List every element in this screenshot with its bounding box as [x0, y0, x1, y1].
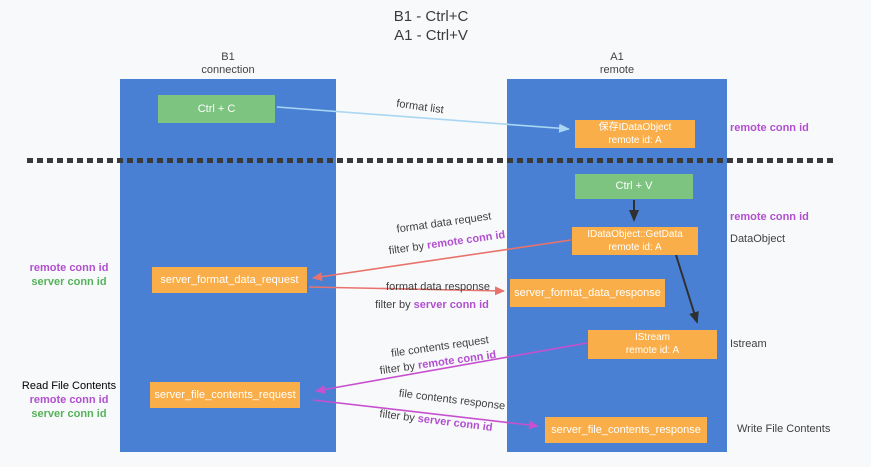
column-header-b1: B1 connection: [168, 51, 288, 77]
write-file-contents-annotation: Write File Contents: [737, 423, 831, 435]
format-data-response-label: format data response: [386, 281, 490, 293]
read-file-contents-text: Read File Contents: [21, 380, 117, 392]
column-b1-name: B1: [221, 51, 235, 63]
server-format-data-request-box: server_format_data_request: [152, 267, 307, 293]
column-b1-subtitle: connection: [201, 64, 255, 76]
remote-conn-id-text: remote conn id: [426, 228, 506, 252]
istream-box: IStream remote id: A: [588, 330, 717, 359]
title-line-1: B1 - Ctrl+C: [393, 8, 469, 25]
server-conn-id-text: server conn id: [417, 412, 494, 434]
diagram-title: B1 - Ctrl+C A1 - Ctrl+V: [331, 7, 531, 45]
filter-by-server-conn-id-label-2: filter by server conn id: [376, 408, 497, 435]
column-header-a1: A1 remote: [557, 51, 677, 77]
filter-by-text: filter by: [378, 408, 416, 425]
remote-conn-id-text: remote conn id: [29, 394, 109, 406]
column-a1-subtitle: remote: [599, 64, 635, 76]
title-line-2: A1 - Ctrl+V: [394, 27, 468, 44]
istream-line1: IStream: [634, 332, 670, 343]
server-conn-id-text: server conn id: [31, 408, 107, 420]
getdata-line1: IDataObject::GetData: [587, 229, 683, 240]
server-file-contents-response-box: server_file_contents_response: [545, 417, 707, 443]
dashed-divider: [27, 158, 833, 163]
istream-annotation: Istream: [730, 338, 767, 350]
filter-by-text: filter by: [379, 360, 416, 378]
left-conn-id-annotation: remote conn id server conn id: [14, 261, 124, 289]
remote-conn-id-text: remote conn id: [29, 262, 109, 274]
remote-conn-id-annotation-mid: remote conn id: [730, 211, 809, 223]
save-idataobject-line2: remote id: A: [608, 135, 662, 146]
server-conn-id-text: server conn id: [413, 299, 489, 311]
server-conn-id-text: server conn id: [31, 276, 107, 288]
server-format-data-response-box: server_format_data_response: [510, 279, 665, 307]
file-contents-response-label: file contents response: [398, 387, 506, 413]
remote-conn-id-annotation-top: remote conn id: [730, 122, 809, 134]
save-idataobject-line1: 保存IDataObject: [598, 122, 672, 133]
column-a1-name: A1: [610, 51, 624, 63]
idataobject-getdata-box: IDataObject::GetData remote id: A: [572, 227, 698, 255]
format-list-label: format list: [395, 97, 445, 117]
dataobject-annotation: DataObject: [730, 233, 786, 245]
save-idataobject-box: 保存IDataObject remote id: A: [575, 120, 695, 148]
filter-by-server-conn-id-label-1: filter by server conn id: [372, 299, 492, 311]
ctrl-c-box: Ctrl + C: [158, 95, 275, 123]
getdata-line2: remote id: A: [608, 242, 662, 253]
ctrl-v-box: Ctrl + V: [575, 174, 693, 199]
read-file-contents-annotation: Read File Contents remote conn id server…: [14, 379, 124, 421]
istream-line2: remote id: A: [625, 345, 680, 356]
server-file-contents-request-box: server_file_contents_request: [150, 382, 300, 408]
filter-by-text: filter by: [388, 240, 425, 258]
filter-by-text: filter by: [375, 299, 411, 311]
